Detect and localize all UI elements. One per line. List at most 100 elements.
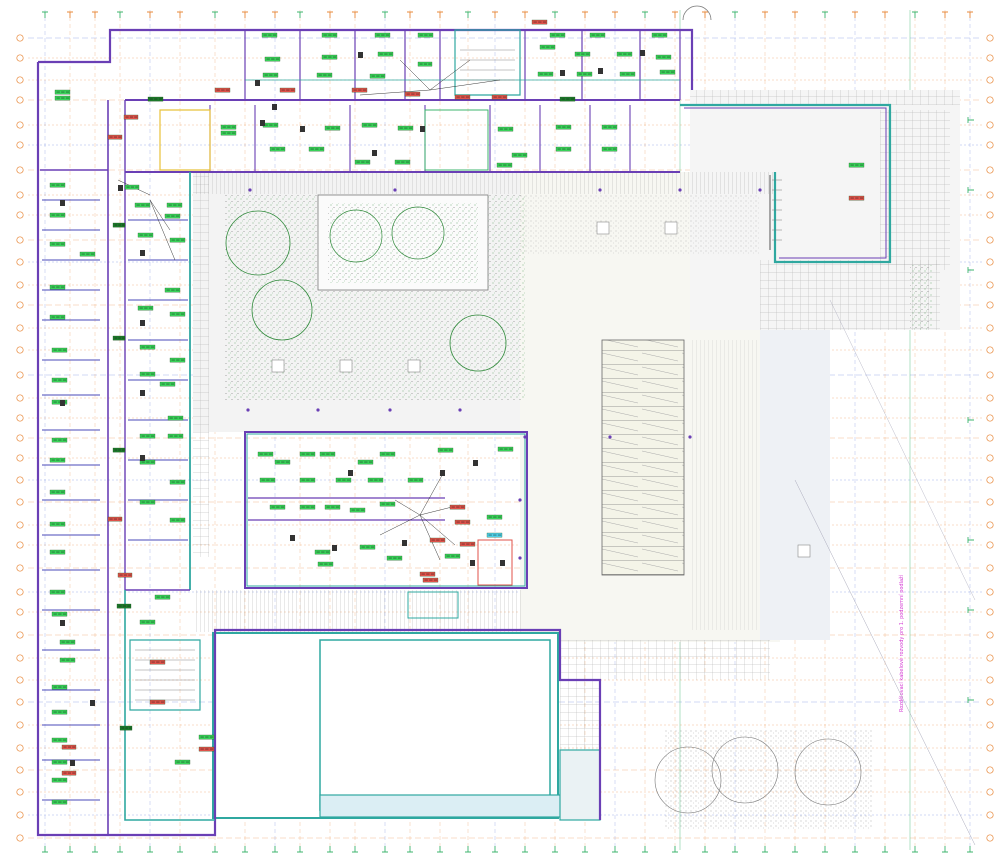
device-tag-mark bbox=[326, 127, 330, 129]
device-tag-mark bbox=[66, 641, 70, 643]
grid-bubble bbox=[986, 721, 994, 729]
grid-bubble bbox=[16, 301, 24, 309]
device-tag-mark bbox=[290, 89, 295, 91]
device-tag-mark bbox=[160, 661, 165, 663]
device-tag-mark bbox=[67, 746, 71, 748]
grid-bubble bbox=[16, 654, 24, 662]
grid-bubble bbox=[986, 698, 994, 706]
device-tag-mark bbox=[178, 417, 183, 419]
device-tag-mark bbox=[362, 89, 367, 91]
device-tag-mark bbox=[626, 73, 630, 75]
grid-bubble bbox=[986, 236, 994, 244]
device-tag-mark bbox=[114, 449, 118, 451]
device-tag-mark bbox=[109, 518, 113, 520]
device-tag-mark bbox=[502, 96, 507, 98]
device-tag-mark bbox=[346, 479, 351, 481]
grid-marker-bottom bbox=[672, 846, 678, 853]
tree-circle bbox=[329, 209, 383, 263]
grid-marker-top bbox=[272, 11, 278, 18]
device-tag-mark bbox=[271, 58, 275, 60]
device-tag-mark bbox=[56, 286, 60, 288]
device-tag-mark bbox=[331, 127, 335, 129]
grid-bubble bbox=[16, 521, 24, 529]
device-tag-mark bbox=[369, 479, 373, 481]
device-tag-mark bbox=[72, 772, 76, 774]
device-tag-mark bbox=[269, 124, 273, 126]
device-icon bbox=[60, 200, 65, 206]
lower-landscape bbox=[654, 730, 873, 830]
device-tag-mark bbox=[141, 501, 145, 503]
device-tag-mark bbox=[335, 506, 340, 508]
device-tag-mark bbox=[261, 479, 265, 481]
device-icon bbox=[500, 560, 505, 566]
device-tag-mark bbox=[451, 506, 455, 508]
device-tag-mark bbox=[56, 91, 60, 93]
device-tag-mark bbox=[150, 621, 155, 623]
device-tag-mark bbox=[70, 659, 75, 661]
device-tag-mark bbox=[222, 132, 226, 134]
device-tag-mark bbox=[507, 164, 512, 166]
device-tag-mark bbox=[176, 239, 180, 241]
device-tag-mark bbox=[60, 523, 65, 525]
column-dot bbox=[458, 408, 462, 412]
device-tag-mark bbox=[185, 761, 190, 763]
device-tag-mark bbox=[51, 184, 55, 186]
device-tag-mark bbox=[154, 98, 158, 100]
grid-bubble bbox=[16, 324, 24, 332]
column-dot bbox=[608, 435, 612, 439]
device-tag-mark bbox=[405, 161, 410, 163]
grid-marker-bottom bbox=[942, 846, 948, 853]
device-tag-mark bbox=[158, 98, 163, 100]
device-tag-mark bbox=[225, 89, 230, 91]
grid-marker-bottom bbox=[582, 846, 588, 853]
grid-marker-bottom bbox=[967, 846, 973, 853]
device-tag-mark bbox=[460, 506, 465, 508]
device-tag-mark bbox=[670, 71, 675, 73]
device-tag-mark bbox=[60, 184, 65, 186]
grid-marker-top bbox=[852, 11, 858, 18]
device-tag-mark bbox=[386, 453, 390, 455]
grid-marker-top bbox=[792, 11, 798, 18]
device-tag-mark bbox=[221, 89, 225, 91]
device-tag-mark bbox=[53, 779, 57, 781]
device-tag-mark bbox=[612, 126, 617, 128]
grid-marker-bottom bbox=[212, 846, 218, 853]
grid-bubble bbox=[986, 564, 994, 572]
device-tag-mark bbox=[342, 479, 346, 481]
device-tag-mark bbox=[328, 563, 333, 565]
device-tag-mark bbox=[306, 506, 310, 508]
exterior-steps bbox=[601, 339, 811, 630]
grid-bubble bbox=[16, 281, 24, 289]
device-tag-mark bbox=[264, 453, 268, 455]
device-tag-mark bbox=[488, 534, 492, 536]
device-tag-mark bbox=[62, 801, 67, 803]
device-tag-mark bbox=[148, 307, 153, 309]
device-tag-mark bbox=[376, 75, 380, 77]
device-tag-mark bbox=[56, 491, 60, 493]
device-tag-mark bbox=[51, 243, 55, 245]
grid-bubble bbox=[986, 211, 994, 219]
device-tag-mark bbox=[493, 516, 497, 518]
grid-bubble bbox=[16, 434, 24, 442]
grid-marker-bottom bbox=[177, 846, 183, 853]
device-tag-mark bbox=[658, 34, 662, 36]
device-tag-mark bbox=[380, 75, 385, 77]
device-tag-mark bbox=[56, 459, 60, 461]
device-tag-mark bbox=[141, 461, 145, 463]
device-tag-mark bbox=[324, 563, 328, 565]
device-tag-mark bbox=[125, 727, 128, 729]
device-tag-mark bbox=[466, 543, 470, 545]
device-tag-mark bbox=[122, 605, 126, 607]
building-walls bbox=[36, 5, 892, 837]
device-tag-mark bbox=[209, 736, 214, 738]
device-tag-mark bbox=[58, 761, 62, 763]
grid-marker-top bbox=[612, 11, 618, 18]
device-tag-mark bbox=[144, 234, 148, 236]
device-tag-mark bbox=[415, 93, 420, 95]
device-tag-mark bbox=[444, 449, 448, 451]
device-tag-mark bbox=[328, 56, 332, 58]
device-tag-mark bbox=[51, 491, 55, 493]
device-tag-mark bbox=[318, 74, 322, 76]
device-tag-mark bbox=[321, 453, 325, 455]
grid-marker-top bbox=[522, 11, 528, 18]
